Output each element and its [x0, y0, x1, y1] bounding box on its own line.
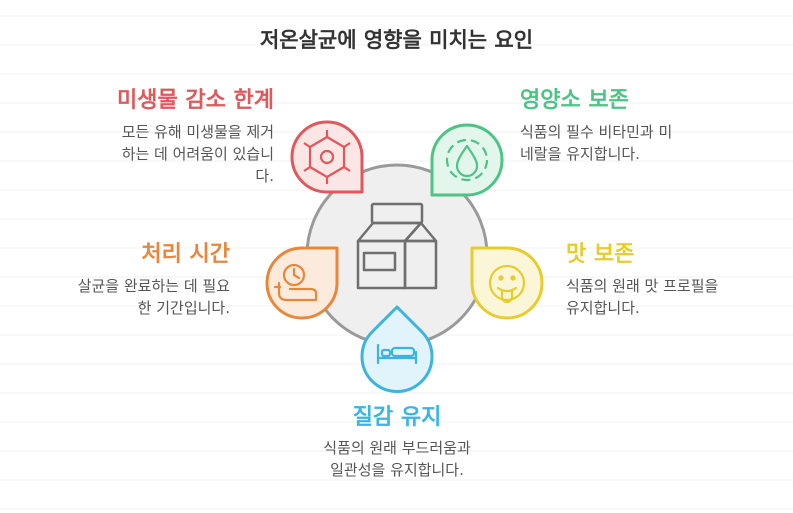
factor-desc-taste: 식품의 원래 맛 프로필을 유지합니다. [566, 277, 719, 317]
page-title: 저온살균에 영향을 미치는 요인 [259, 28, 534, 52]
factor-desc-time: 살균을 완료하는 데 필요 한 기간입니다. [77, 277, 230, 317]
factor-title-nutrient: 영양소 보존 [520, 88, 629, 113]
factor-title-time: 처리 시간 [141, 242, 230, 267]
pin-taste [470, 246, 544, 320]
water-drop-icon [445, 138, 489, 182]
pin-texture [360, 305, 434, 393]
virus-icon [303, 130, 351, 184]
timer-icon [273, 263, 318, 302]
factor-desc-nutrient: 식품의 필수 비타민과 미 네랄을 유지합니다. [520, 123, 673, 163]
factor-title-taste: 맛 보존 [566, 242, 635, 267]
pin-microbial [290, 120, 364, 194]
factor-desc-texture: 식품의 원래 부드러움과 일관성을 유지합니다. [323, 439, 471, 479]
milk-carton-icon [356, 202, 438, 290]
pin-nutrient [430, 123, 504, 197]
factor-title-microbial: 미생물 감소 한계 [117, 88, 274, 113]
tongue-face-icon [488, 264, 526, 304]
bed-icon [376, 343, 418, 365]
factor-title-texture: 질감 유지 [352, 405, 442, 430]
pin-time [265, 246, 339, 320]
factor-desc-microbial: 모든 유해 미생물을 제거 하는 데 어려움이 있습니 다. [121, 123, 274, 185]
